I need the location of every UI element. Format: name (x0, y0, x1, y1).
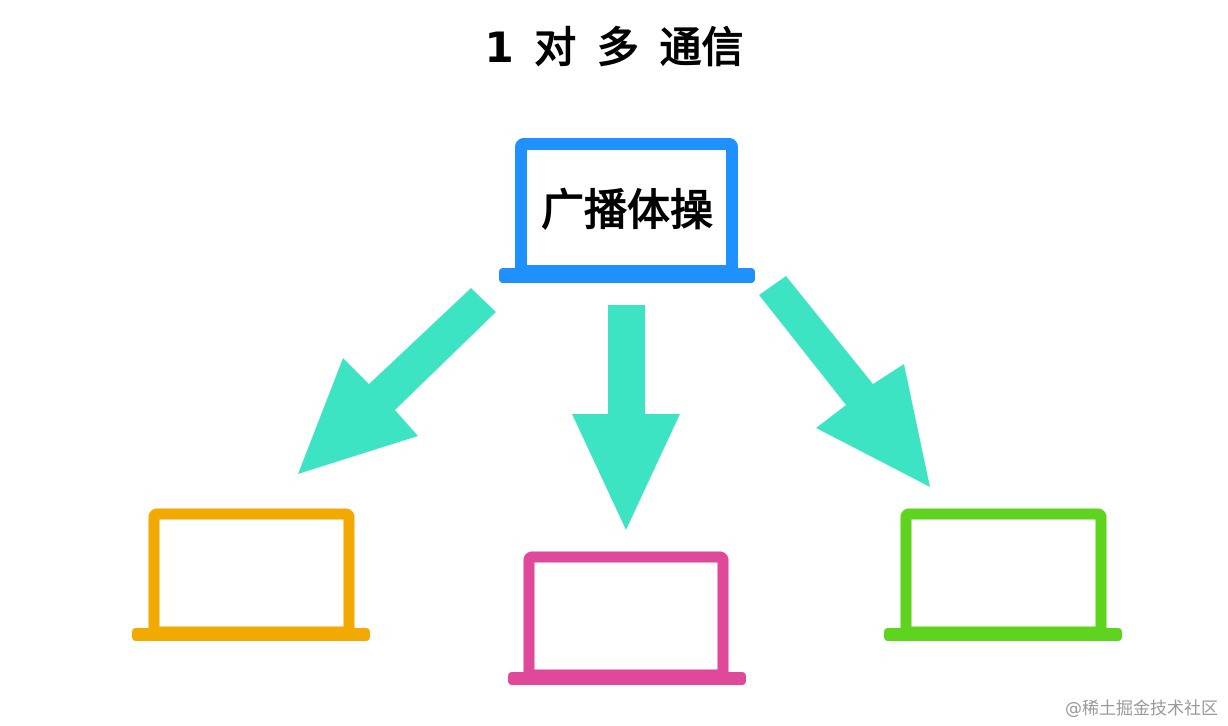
diagram-title: 1 对 多 通信 (484, 23, 744, 72)
arrow-to-center (572, 305, 680, 530)
arrow-to-left (298, 288, 496, 474)
source-laptop-label: 广播体操 (541, 186, 713, 236)
receiver-left-base (132, 628, 370, 641)
receiver-center-base (508, 672, 746, 685)
watermark: @稀土掘金技术社区 (1065, 699, 1218, 719)
receiver-left-screen (148, 508, 355, 638)
source-laptop-base (499, 268, 755, 283)
broadcast-arrows (298, 276, 930, 530)
receiver-right-screen (900, 508, 1107, 638)
receiver-laptop-left (132, 508, 370, 641)
receiver-right-base (884, 628, 1122, 641)
source-laptop: 广播体操 (499, 138, 755, 283)
receiver-center-screen (523, 551, 729, 681)
receiver-laptop-center (508, 551, 746, 685)
receiver-laptop-right (884, 508, 1122, 641)
arrow-to-right (759, 276, 930, 487)
